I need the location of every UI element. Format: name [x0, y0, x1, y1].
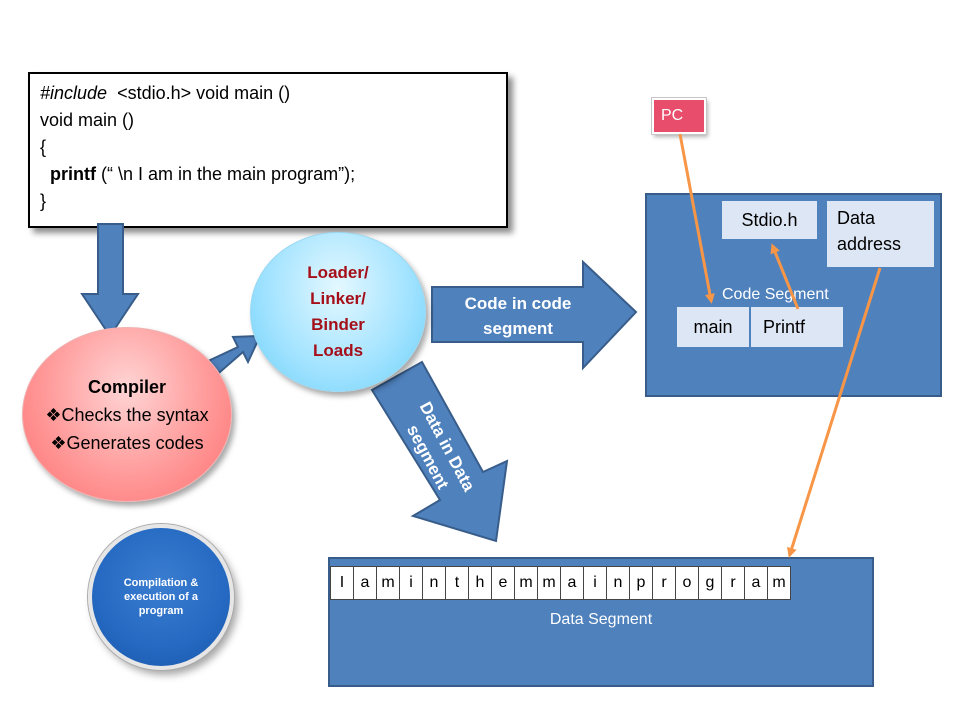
program-counter-box: PC	[652, 98, 706, 134]
down-arrow-to-compiler	[80, 223, 140, 338]
printf-keyword: printf	[40, 164, 96, 184]
code-line-1-rest: <stdio.h> void main ()	[107, 83, 291, 103]
code-in-code-segment-label: Code in code segment	[438, 291, 598, 341]
code-label-line-2: segment	[483, 319, 553, 338]
char-cell: m	[376, 566, 400, 600]
bullet-text: Checks the syntax	[61, 404, 209, 425]
title-circle: Compilation & execution of a program	[88, 524, 234, 670]
stdio-box: Stdio.h	[722, 201, 817, 239]
loader-line-4: Loads	[312, 341, 364, 360]
code-line-2: void main ()	[40, 110, 135, 130]
code-segment-arrow	[431, 259, 638, 371]
code-line-4-rest: (“ \n I am in the main program”);	[96, 164, 356, 184]
loader-line-2: Linker/	[310, 289, 366, 308]
char-cell: a	[744, 566, 768, 600]
char-cell: p	[629, 566, 653, 600]
char-cell: t	[445, 566, 469, 600]
title-circle-text: Compilation & execution of a program	[123, 577, 199, 617]
char-cell: i	[399, 566, 423, 600]
compiler-bullet-2: ❖Generates codes	[50, 429, 203, 457]
data-address-box: Data address	[827, 201, 934, 267]
compiler-title: Compiler	[87, 376, 166, 397]
code-line-1: #include <stdio.h> void main ()	[40, 80, 506, 107]
code-line-3: {	[40, 137, 47, 157]
code-line-4: printf (“ \n I am in the main program”);	[40, 161, 506, 188]
loader-ellipse: Loader/ Linker/ Binder Loads	[250, 232, 426, 392]
data-address-line-2: address	[837, 234, 902, 254]
compiler-bullet-1: ❖Checks the syntax	[45, 401, 208, 429]
include-keyword: #include	[40, 83, 108, 103]
char-cell: m	[767, 566, 791, 600]
bullet-text: Generates codes	[66, 432, 204, 453]
char-cell: g	[698, 566, 722, 600]
diamond-bullet-icon: ❖	[50, 432, 67, 453]
code-label-line-1: Code in code	[464, 294, 572, 313]
char-cell: i	[583, 566, 607, 600]
code-line-5: }	[40, 191, 47, 211]
char-cell: r	[652, 566, 676, 600]
code-listing: #include <stdio.h> void main () void mai…	[28, 72, 508, 228]
data-segment-arrow	[370, 360, 509, 543]
loader-line-3: Binder	[311, 315, 365, 334]
data-address-line-1: Data	[837, 208, 876, 228]
printf-box: Printf	[751, 307, 843, 347]
loader-line-1: Loader/	[307, 263, 369, 282]
main-box: main	[677, 307, 749, 347]
char-cell: m	[514, 566, 538, 600]
compiler-ellipse: Compiler ❖Checks the syntax ❖Generates c…	[22, 327, 232, 502]
char-cell: o	[675, 566, 699, 600]
char-cell: e	[491, 566, 515, 600]
char-cell: a	[353, 566, 377, 600]
char-cell: m	[537, 566, 561, 600]
char-cell: a	[560, 566, 584, 600]
data-segment-label: Data Segment	[549, 611, 653, 628]
char-cell: r	[721, 566, 745, 600]
code-segment-label: Code Segment	[722, 286, 829, 303]
char-cell: n	[606, 566, 630, 600]
char-cell: h	[468, 566, 492, 600]
char-cell: n	[422, 566, 446, 600]
diamond-bullet-icon: ❖	[45, 404, 62, 425]
char-cell: I	[330, 566, 354, 600]
